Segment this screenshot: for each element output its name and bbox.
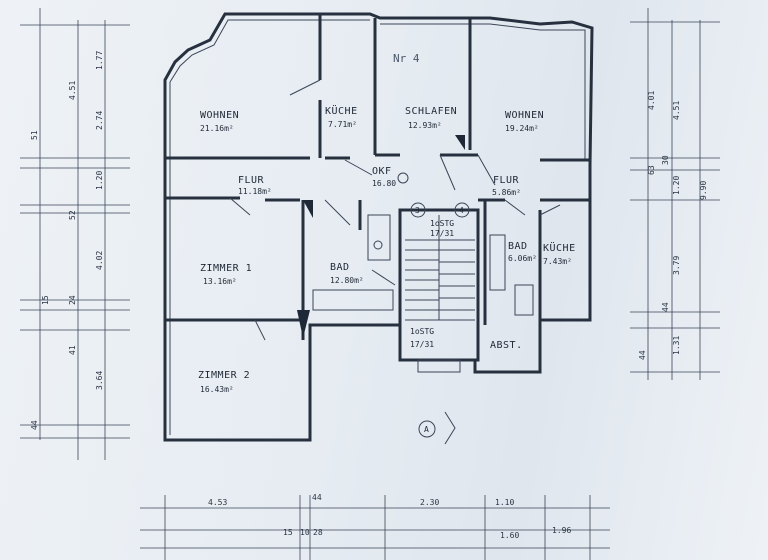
dim-label: 3.64 [95, 371, 104, 390]
room-name-kueche-top: KÜCHE [325, 104, 358, 117]
dim-label: 44 [661, 302, 670, 312]
room-area-okf: 16.80 [372, 179, 396, 188]
stair-upper-steps: 17/31 [430, 229, 454, 238]
room-area-bad-right: 6.06m² [508, 254, 537, 263]
room-area-zimmer2: 16.43m² [200, 385, 234, 394]
outer-walls [163, 12, 594, 442]
chimney [297, 310, 310, 338]
room-area-wohnen-right: 19.24m² [505, 124, 539, 133]
bath-fixture-right [489, 234, 506, 291]
dim-label: 1.10 [495, 498, 514, 507]
room-name-abst: ABST. [490, 340, 523, 351]
dim-label: 9.90 [699, 181, 708, 200]
right-dimension-chains [630, 8, 720, 380]
right-dimension-labels: 4.01 4.51 1.20 9.90 3.79 1.31 63 30 44 4… [638, 91, 708, 360]
dim-label: 4.51 [672, 101, 681, 120]
staircase [405, 215, 475, 321]
room-name-wohnen-right: WOHNEN [505, 110, 544, 121]
dim-label: 3.79 [672, 256, 681, 275]
dim-label: 15 [283, 528, 293, 537]
stair-labels: 1oSTG 17/31 1oSTG 17/31 [410, 219, 454, 349]
dim-label: 52 [68, 210, 77, 220]
bottom-dimension-chains [140, 495, 610, 560]
section-marker [418, 420, 436, 438]
dim-label: 24 [68, 295, 77, 305]
room-area-schlafen: 12.93m² [408, 121, 442, 130]
room-name-bad-left: BAD [330, 262, 350, 273]
dim-label: 4.53 [208, 498, 227, 507]
room-name-schlafen: SCHLAFEN [405, 106, 457, 117]
dim-label: 28 [313, 528, 323, 537]
dim-label: 4.51 [68, 81, 77, 100]
room-name-okf: OKF [372, 166, 392, 177]
dim-label: 30 [661, 155, 670, 165]
room-area-zimmer1: 13.16m² [203, 277, 237, 286]
dim-label: 2.74 [95, 111, 104, 130]
chimney [303, 200, 313, 218]
dim-label: 44 [30, 420, 39, 430]
room-name-bad-right: BAD [508, 241, 528, 252]
bottom-dimension-labels: 4.53 44 2.30 1.10 1.60 1.96 15 10 28 [208, 493, 571, 540]
room-area-flur-left: 11.18m² [238, 187, 272, 196]
washbasin [367, 214, 391, 261]
dim-label: 1.20 [672, 176, 681, 195]
room-name-flur-left: FLUR [238, 175, 265, 186]
dim-label: 1.77 [95, 51, 104, 70]
handwritten-note: Nr 4 [393, 52, 420, 65]
room-area-kueche-right: 7.43m² [543, 257, 572, 266]
stair-lower-steps: 17/31 [410, 340, 434, 349]
left-dimension-chains [20, 8, 130, 460]
room-area-wohnen-left: 21.16m² [200, 124, 234, 133]
dim-label: 1.60 [500, 531, 519, 540]
section-marker-label: A [424, 425, 429, 434]
dim-label: 44 [638, 350, 647, 360]
entrance [417, 359, 461, 445]
dim-label: 1.20 [95, 171, 104, 190]
room-labels: WOHNEN 21.16m² KÜCHE 7.71m² SCHLAFEN 12.… [198, 104, 576, 394]
dim-label: 44 [312, 493, 322, 502]
door-swings [229, 79, 561, 341]
room-area-bad-left: 12.80m² [330, 276, 364, 285]
left-dimension-labels: 4.51 1.77 2.74 1.20 4.02 3.64 51 52 15 2… [30, 51, 104, 430]
marker-4-label: 4 [459, 206, 464, 215]
marker-3 [410, 202, 426, 218]
dim-label: 1.96 [552, 526, 571, 535]
shower [514, 284, 534, 316]
marker-3-label: 3 [415, 206, 420, 215]
room-name-zimmer2: ZIMMER 2 [198, 370, 250, 381]
room-name-kueche-right: KÜCHE [543, 241, 576, 254]
fixtures [297, 135, 534, 338]
dim-label: 63 [647, 165, 656, 175]
bathtub [312, 289, 394, 311]
room-name-wohnen-left: WOHNEN [200, 110, 239, 121]
room-name-zimmer1: ZIMMER 1 [200, 263, 252, 274]
dim-label: 41 [68, 345, 77, 355]
dim-label: 1.31 [672, 336, 681, 355]
toilet [373, 240, 383, 250]
dim-label: 10 [300, 528, 310, 537]
dim-label: 4.02 [95, 251, 104, 270]
dim-label: 2.30 [420, 498, 439, 507]
dim-label: 4.01 [647, 91, 656, 110]
room-name-flur-right: FLUR [493, 175, 520, 186]
marker-4 [454, 202, 470, 218]
stair-upper-name: 1oSTG [430, 219, 454, 228]
stair-lower-name: 1oSTG [410, 327, 434, 336]
dim-label: 51 [30, 130, 39, 140]
room-area-flur-right: 5.86m² [492, 188, 521, 197]
chimney [455, 135, 465, 150]
level-marker-icon [397, 172, 409, 184]
room-area-kueche-top: 7.71m² [328, 120, 357, 129]
dim-label: 15 [41, 295, 50, 305]
